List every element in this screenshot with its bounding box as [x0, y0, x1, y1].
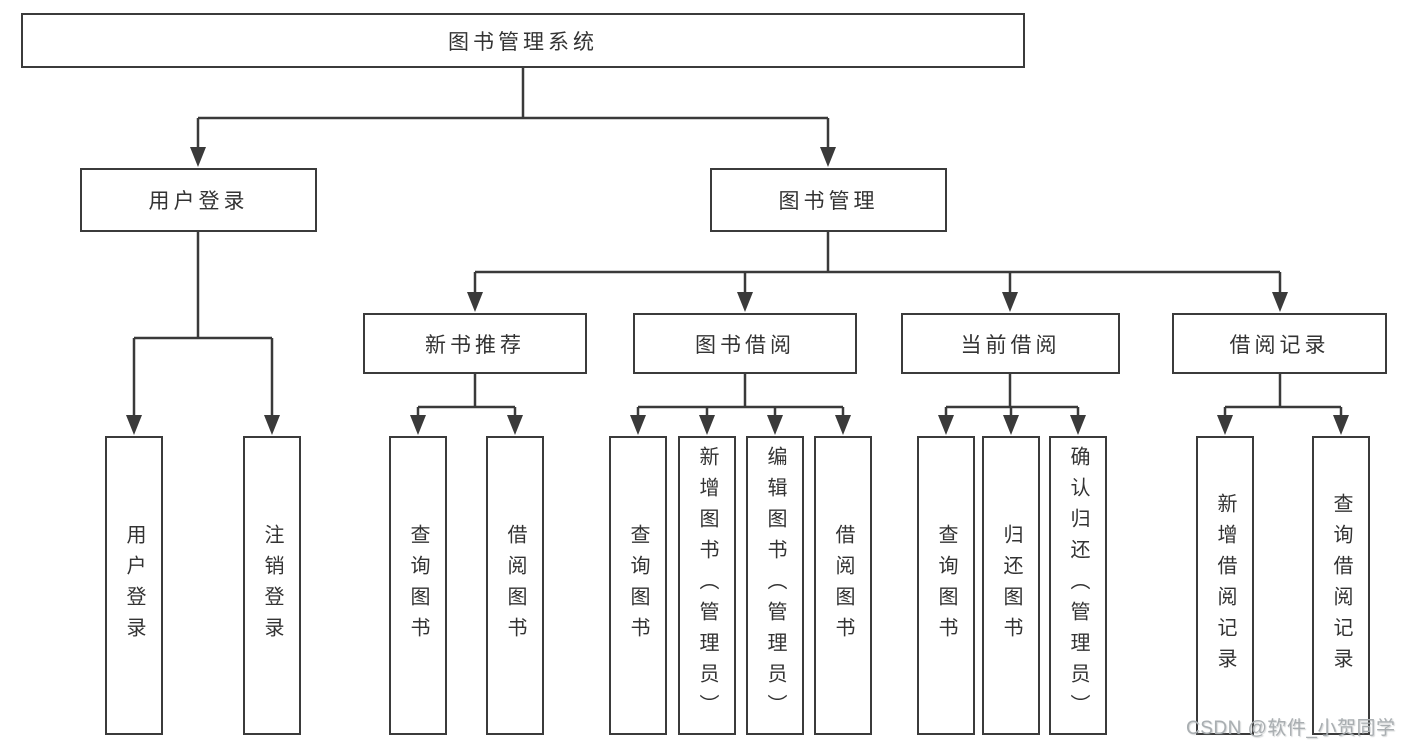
node-current-borrowing-label: 当前借阅	[960, 333, 1061, 357]
node-library-system: 图书管理系统	[21, 13, 1025, 68]
arrow-icon	[767, 415, 783, 435]
arrow-icon	[1003, 415, 1019, 435]
connector-root-bus	[196, 68, 830, 152]
node-user-login-label: 用户登录	[148, 190, 249, 213]
arrow-icon	[938, 415, 954, 435]
leaf-query-books-current: 查询图书	[917, 436, 975, 735]
arrow-icon	[630, 415, 646, 435]
connector-borrow-records-bus	[1223, 374, 1343, 420]
leaf-add-book-admin-label: 新增图书（管理员）	[696, 446, 718, 725]
arrow-icon	[1272, 292, 1288, 312]
leaf-add-borrow-record-label: 新增借阅记录	[1214, 492, 1236, 679]
leaf-return-book: 归还图书	[982, 436, 1040, 735]
node-book-management: 图书管理	[710, 168, 947, 232]
connector-book-mgmt-bus	[473, 232, 1282, 297]
arrow-icon	[126, 415, 142, 435]
arrow-icon	[737, 292, 753, 312]
leaf-add-book-admin: 新增图书（管理员）	[678, 436, 736, 735]
arrow-icon	[410, 415, 426, 435]
csdn-watermark: CSDN @软件_小贺同学	[1186, 718, 1396, 739]
leaf-borrow-books-borrowing-label: 借阅图书	[832, 523, 854, 648]
leaf-query-borrow-record: 查询借阅记录	[1312, 436, 1370, 735]
node-borrowing-records: 借阅记录	[1172, 313, 1387, 374]
leaf-confirm-return-admin: 确认归还（管理员）	[1049, 436, 1107, 735]
arrow-icon	[820, 147, 836, 167]
node-borrowing-records-label: 借阅记录	[1229, 333, 1330, 357]
node-library-system-label: 图书管理系统	[448, 30, 598, 54]
leaf-query-books-recommend: 查询图书	[389, 436, 447, 735]
node-current-borrowing: 当前借阅	[901, 313, 1120, 374]
connector-new-book-bus	[416, 374, 517, 420]
connector-user-login-bus	[132, 232, 274, 420]
leaf-borrow-books-recommend-label: 借阅图书	[504, 523, 526, 648]
leaf-borrow-books-borrowing: 借阅图书	[814, 436, 872, 735]
arrow-icon	[507, 415, 523, 435]
arrow-icon	[190, 147, 206, 167]
leaf-borrow-books-recommend: 借阅图书	[486, 436, 544, 735]
leaf-return-book-label: 归还图书	[1000, 523, 1022, 648]
arrow-icon	[1070, 415, 1086, 435]
leaf-query-books-borrowing-label: 查询图书	[627, 523, 649, 648]
leaf-query-books-current-label: 查询图书	[935, 523, 957, 648]
arrow-icon	[699, 415, 715, 435]
connector-current-borrow-bus	[944, 374, 1080, 420]
arrowheads	[126, 147, 1349, 435]
leaf-add-borrow-record: 新增借阅记录	[1196, 436, 1254, 735]
leaf-logout-label: 注销登录	[261, 523, 283, 648]
leaf-query-borrow-record-label: 查询借阅记录	[1330, 492, 1352, 679]
connector-book-borrow-bus	[636, 374, 845, 420]
arrow-icon	[835, 415, 851, 435]
leaf-query-books-borrowing: 查询图书	[609, 436, 667, 735]
leaf-query-books-recommend-label: 查询图书	[407, 523, 429, 648]
node-new-book-recommend-label: 新书推荐	[425, 333, 525, 357]
node-book-borrowing: 图书借阅	[633, 313, 857, 374]
arrow-icon	[1002, 292, 1018, 312]
leaf-logout: 注销登录	[243, 436, 301, 735]
arrow-icon	[1333, 415, 1349, 435]
leaf-edit-book-admin-label: 编辑图书（管理员）	[764, 446, 786, 725]
leaf-user-login: 用户登录	[105, 436, 163, 735]
leaf-user-login-label: 用户登录	[123, 523, 145, 648]
arrow-icon	[264, 415, 280, 435]
leaf-confirm-return-admin-label: 确认归还（管理员）	[1067, 446, 1089, 725]
arrow-icon	[467, 292, 483, 312]
node-book-borrowing-label: 图书借阅	[695, 333, 795, 357]
node-book-management-label: 图书管理	[778, 190, 879, 213]
node-new-book-recommend: 新书推荐	[363, 313, 587, 374]
arrow-icon	[1217, 415, 1233, 435]
node-user-login: 用户登录	[80, 168, 317, 232]
leaf-edit-book-admin: 编辑图书（管理员）	[746, 436, 804, 735]
